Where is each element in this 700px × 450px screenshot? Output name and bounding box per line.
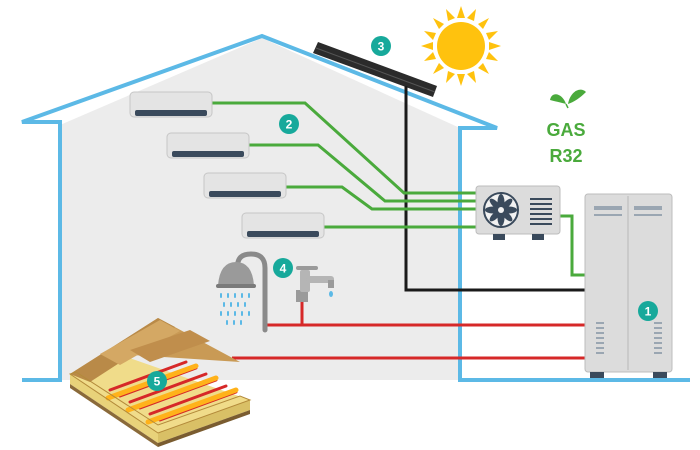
indoor-unit-4 bbox=[241, 212, 325, 239]
badge-1-number: 1 bbox=[645, 305, 652, 319]
badge-2: 2 bbox=[279, 114, 299, 134]
solar-panel bbox=[313, 42, 437, 97]
indoor-unit-1 bbox=[129, 91, 213, 118]
underfloor-heating bbox=[68, 318, 252, 447]
faucet-icon bbox=[296, 266, 334, 302]
indoor-unit-2 bbox=[166, 132, 250, 159]
water-lines bbox=[232, 302, 585, 360]
indoor-unit-3 bbox=[203, 172, 287, 199]
badge-3-number: 3 bbox=[378, 40, 385, 54]
fan-icon bbox=[483, 192, 519, 228]
badge-3: 3 bbox=[371, 36, 391, 56]
gas-label: GAS bbox=[546, 120, 585, 140]
refrigerant-lines bbox=[212, 101, 585, 277]
house-outline-left bbox=[21, 33, 690, 382]
badge-2-number: 2 bbox=[286, 118, 293, 132]
badge-4: 4 bbox=[273, 258, 293, 278]
badge-4-number: 4 bbox=[280, 262, 287, 276]
electric-line bbox=[404, 86, 585, 292]
leaf-icon bbox=[550, 89, 586, 109]
house bbox=[21, 33, 690, 382]
shower-icon bbox=[216, 251, 268, 333]
refrigerant-label: R32 bbox=[549, 146, 582, 166]
sun-icon bbox=[421, 6, 501, 86]
badge-5-number: 5 bbox=[154, 375, 161, 389]
badge-5: 5 bbox=[147, 371, 167, 391]
outdoor-unit bbox=[475, 185, 561, 240]
heat-pump-unit bbox=[584, 193, 673, 378]
badge-1: 1 bbox=[638, 301, 658, 321]
house-interior bbox=[60, 38, 460, 380]
